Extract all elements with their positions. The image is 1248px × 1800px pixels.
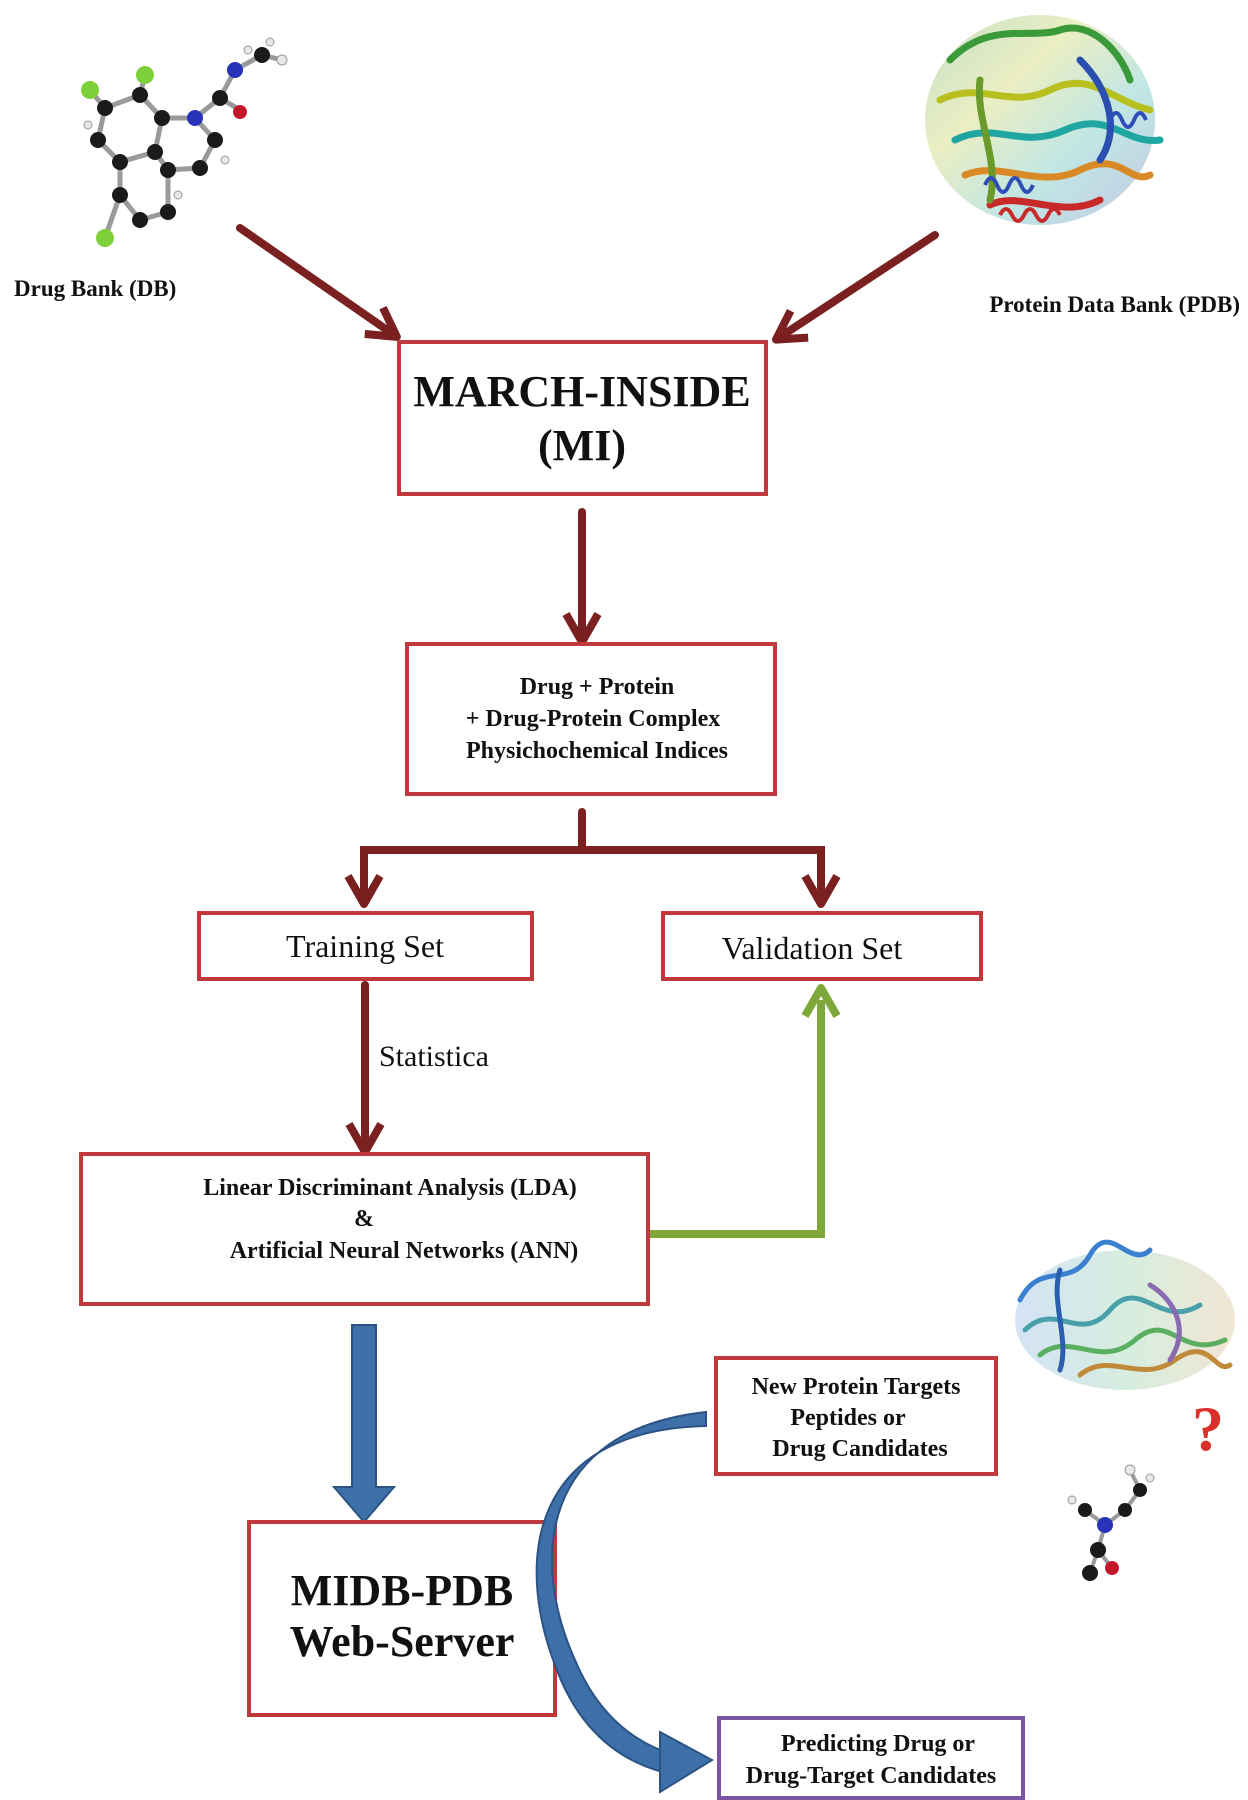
training-set-label: Training Set [286,928,444,964]
models-line-3: Artificial Neural Networks (ANN) [230,1238,579,1264]
new-targets-line-2: Peptides or [790,1405,906,1431]
march-inside-box [397,340,768,496]
arrow-split [344,808,841,908]
models-box [79,1152,650,1306]
statistica-label: Statistica [379,1040,489,1073]
new-protein-icon [1015,1239,1235,1390]
arrow-pdb-to-mi [771,231,939,344]
small-molecule-icon [1067,1464,1155,1581]
question-mark: ? [1192,1393,1224,1464]
prediction-line-1: Predicting Drug or [781,1731,976,1757]
server-box [247,1520,557,1717]
new-targets-box [714,1356,998,1476]
protein-structure-icon [925,15,1164,225]
arrow-db-to-mi [236,224,401,341]
validation-set-box [661,911,983,981]
drug-molecule-icon [81,37,288,247]
indices-line-3: Physichochemical Indices [466,738,728,764]
new-targets-line-1: New Protein Targets [752,1374,961,1400]
drug-bank-label: Drug Bank (DB) [14,276,176,301]
validation-set-label: Validation Set [722,930,903,966]
indices-box [405,642,777,796]
server-title: MIDB-PDB [291,1566,513,1615]
curved-prediction-arrow [535,1410,715,1794]
indices-line-2: + Drug-Protein Complex [466,706,721,732]
new-targets-line-3: Drug Candidates [772,1436,947,1462]
arrow-models-to-server [331,1324,397,1524]
prediction-box [717,1716,1025,1800]
prediction-line-2: Drug-Target Candidates [746,1763,996,1789]
server-subtitle: Web-Server [290,1617,515,1666]
indices-line-1: Drug + Protein [520,674,675,700]
march-inside-abbrev: (MI) [538,421,626,470]
models-line-1: Linear Discriminant Analysis (LDA) [203,1175,577,1201]
models-line-2: & [354,1206,374,1232]
protein-data-bank-label: Protein Data Bank (PDB) [989,292,1240,317]
march-inside-title: MARCH-INSIDE [413,367,750,416]
training-set-box [197,911,534,981]
arrow-models-to-validation [650,984,841,1238]
